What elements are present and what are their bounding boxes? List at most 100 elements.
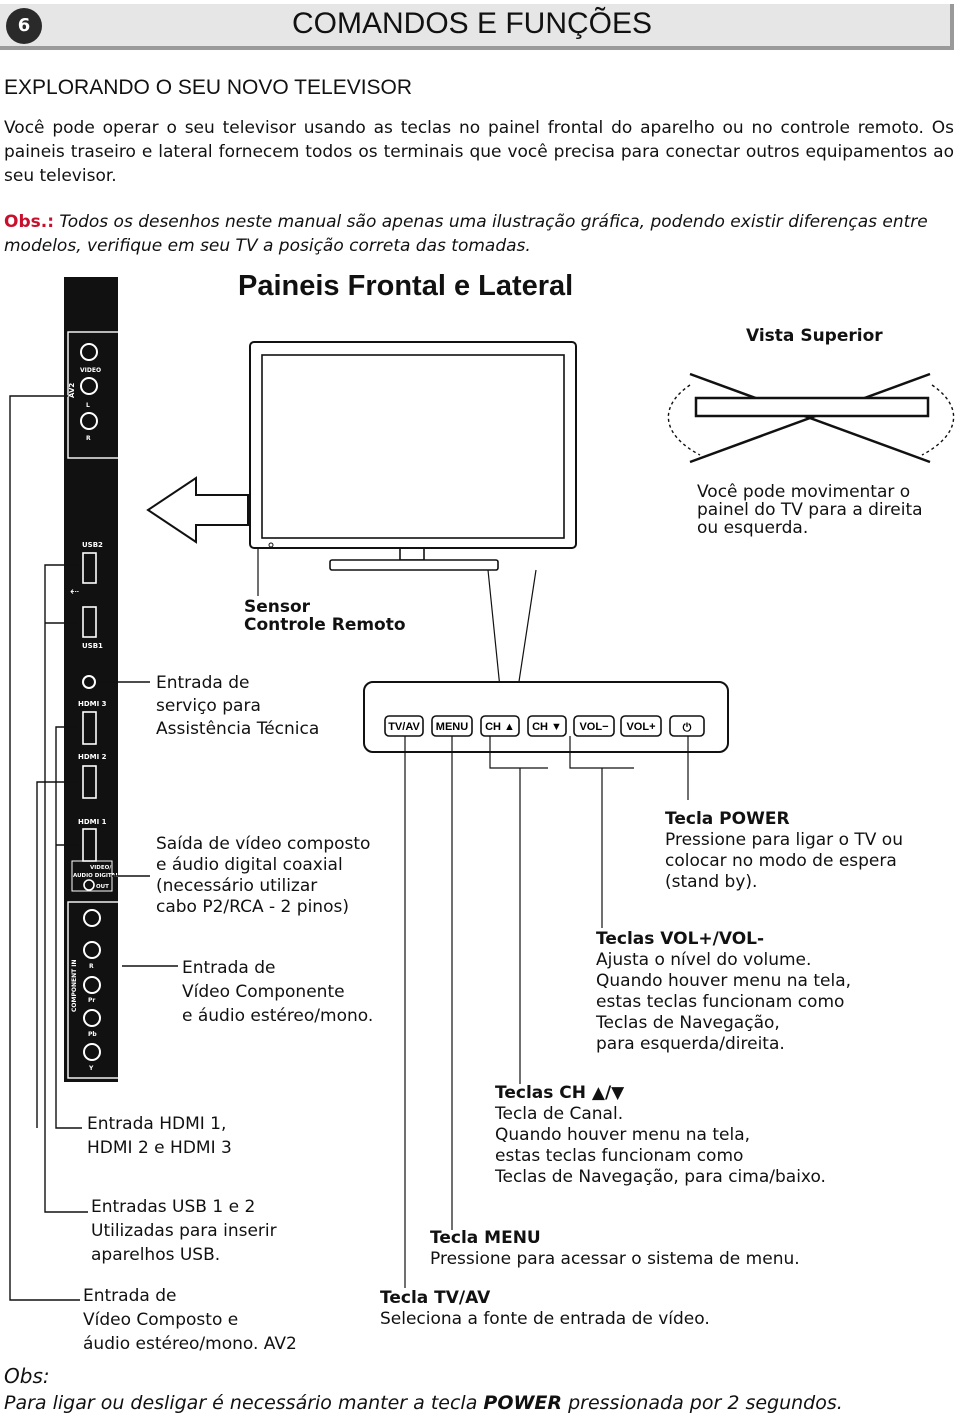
left-arrow-icon (146, 476, 249, 544)
ch-keys-desc: Teclas CH ▲/▼ Tecla de Canal. Quando hou… (495, 1083, 826, 1188)
tvav-key-title: Tecla TV/AV (380, 1288, 491, 1308)
obs-note: Obs.: Todos os desenhos neste manual são… (4, 210, 954, 258)
ch-keys-title: Teclas CH ▲/▼ (495, 1083, 625, 1103)
tvav-button-label: TV/AV (388, 721, 420, 733)
pb-port-label: Pb (88, 1031, 97, 1038)
footer-note: Para ligar ou desligar é necessário mant… (4, 1392, 843, 1414)
vol-up-button-label: VOL+ (626, 721, 655, 733)
menu-button-label: MENU (436, 721, 468, 733)
av2-port-label: AV2 (68, 383, 76, 398)
service-line: serviço para (156, 696, 261, 716)
tvav-key-desc: Tecla TV/AV Seleciona a fonte de entrada… (380, 1288, 710, 1330)
remote-sensor-line: Controle Remoto (244, 615, 406, 635)
power-key-title: Tecla POWER (665, 809, 790, 829)
ch-up-button-label: CH ▲ (485, 721, 515, 733)
component-line: Vídeo Componente (182, 982, 345, 1002)
ch-down-button[interactable]: CH ▼ (527, 715, 567, 737)
tv-to-buttons-lines (487, 569, 537, 689)
footer-obs-label: Obs: (4, 1364, 50, 1388)
footer-text-end: pressionada por 2 segundos. (562, 1392, 843, 1414)
vol-keys-line: para esquerda/direita. (596, 1034, 785, 1054)
power-key-desc: Tecla POWER Pressione para ligar o TV ou… (665, 809, 903, 893)
top-view-label: Vista Superior (746, 326, 883, 346)
swivel-line: painel do TV para a direita (697, 500, 923, 520)
av2-line: Entrada de (83, 1286, 177, 1306)
ch-keys-line: Tecla de Canal. (495, 1104, 624, 1124)
page-header-bar (0, 4, 954, 50)
power-key-line: (stand by). (665, 872, 758, 892)
swivel-line: ou esquerda. (697, 518, 809, 538)
tvav-key-line: Seleciona a fonte de entrada de vídeo. (380, 1309, 710, 1329)
composite-out-line: (necessário utilizar (156, 876, 318, 896)
service-line: Assistência Técnica (156, 719, 320, 739)
vol-down-button[interactable]: VOL− (573, 715, 615, 737)
usb-input-label: Entradas USB 1 e 2 Utilizadas para inser… (91, 1195, 277, 1267)
component-r-label: R (89, 963, 94, 970)
menu-key-line: Pressione para acessar o sistema de menu… (430, 1249, 800, 1269)
hdmi2-port-label: HDMI 2 (78, 753, 107, 761)
component-input-label: Entrada de Vídeo Componente e áudio esté… (182, 956, 373, 1028)
vol-up-button[interactable]: VOL+ (620, 715, 662, 737)
hdmi-input-label: Entrada HDMI 1, HDMI 2 e HDMI 3 (87, 1112, 232, 1160)
front-buttons: TV/AV MENU CH ▲ CH ▼ VOL− VOL+ ⏻ (384, 715, 705, 737)
usb-line: aparelhos USB. (91, 1245, 221, 1265)
usb-symbol-icon: ⇠ (70, 585, 79, 598)
tvav-button[interactable]: TV/AV (384, 715, 424, 737)
ch-keys-line: estas teclas funcionam como (495, 1146, 744, 1166)
side-leader-lines (9, 395, 178, 1301)
power-key-line: colocar no modo de espera (665, 851, 897, 871)
vol-keys-line: Teclas de Navegação, (596, 1013, 780, 1033)
ch-keys-line: Teclas de Navegação, para cima/baixo. (495, 1167, 826, 1187)
composite-out-label: Saída de vídeo composto e áudio digital … (156, 834, 370, 918)
power-key-line: Pressione para ligar o TV ou (665, 830, 903, 850)
service-line: Entrada de (156, 673, 250, 693)
video-out-label: VIDEO/ (90, 865, 112, 871)
vol-keys-title: Teclas VOL+/VOL- (596, 929, 765, 949)
vol-keys-line: Ajusta o nível do volume. (596, 950, 812, 970)
swivel-line: Você pode movimentar o (697, 482, 911, 502)
section-title: EXPLORANDO O SEU NOVO TELEVISOR (4, 76, 413, 99)
usb1-port-label: USB1 (82, 642, 103, 650)
pr-port-label: Pr (88, 997, 95, 1004)
video-port-label: VIDEO (80, 367, 101, 374)
intro-paragraph: Você pode operar o seu televisor usando … (4, 118, 954, 186)
top-view-drawing (667, 372, 955, 464)
component-line: Entrada de (182, 958, 276, 978)
ch-up-button[interactable]: CH ▲ (480, 715, 520, 737)
vol-keys-line: estas teclas funcionam como (596, 992, 845, 1012)
out-port-label: OUT (96, 884, 109, 890)
composite-out-line: Saída de vídeo composto (156, 834, 371, 854)
vol-keys-desc: Teclas VOL+/VOL- Ajusta o nível do volum… (596, 929, 851, 1055)
composite-out-line: cabo P2/RCA - 2 pinos) (156, 897, 349, 917)
power-button[interactable]: ⏻ (669, 715, 705, 737)
composite-out-line: e áudio digital coaxial (156, 855, 343, 875)
hdmi-line: Entrada HDMI 1, (87, 1114, 227, 1134)
swivel-note: Você pode movimentar o painel do TV para… (697, 483, 923, 537)
av2-line: áudio estéreo/mono. AV2 (83, 1334, 297, 1354)
menu-button[interactable]: MENU (431, 715, 473, 737)
ch-down-button-label: CH ▼ (532, 721, 562, 733)
diagram-title: Paineis Frontal e Lateral (238, 270, 574, 302)
l-port-label: L (86, 402, 90, 409)
component-line: e áudio estéreo/mono. (182, 1006, 374, 1026)
r-port-label: R (86, 435, 91, 442)
menu-key-title: Tecla MENU (430, 1228, 541, 1248)
power-icon: ⏻ (683, 721, 692, 734)
component-in-label: COMPONENT IN (71, 959, 78, 1012)
hdmi-line: HDMI 2 e HDMI 3 (87, 1138, 232, 1158)
footer-power-word: POWER (483, 1392, 563, 1414)
button-leader-lines (404, 736, 689, 1288)
menu-key-desc: Tecla MENU Pressione para acessar o sist… (430, 1228, 800, 1270)
footer-text: Para ligar ou desligar é necessário mant… (4, 1392, 484, 1414)
hdmi3-port-label: HDMI 3 (78, 700, 107, 708)
page-title: COMANDOS E FUNÇÕES (292, 7, 653, 40)
obs-label: Obs.: (4, 212, 54, 232)
page-number: 6 (6, 8, 42, 44)
vol-down-button-label: VOL− (579, 721, 608, 733)
usb2-port-label: USB2 (82, 541, 103, 549)
hdmi1-port-label: HDMI 1 (78, 818, 107, 826)
usb-line: Utilizadas para inserir (91, 1221, 277, 1241)
y-port-label: Y (88, 1065, 94, 1072)
av2-line: Vídeo Composto e (83, 1310, 239, 1330)
